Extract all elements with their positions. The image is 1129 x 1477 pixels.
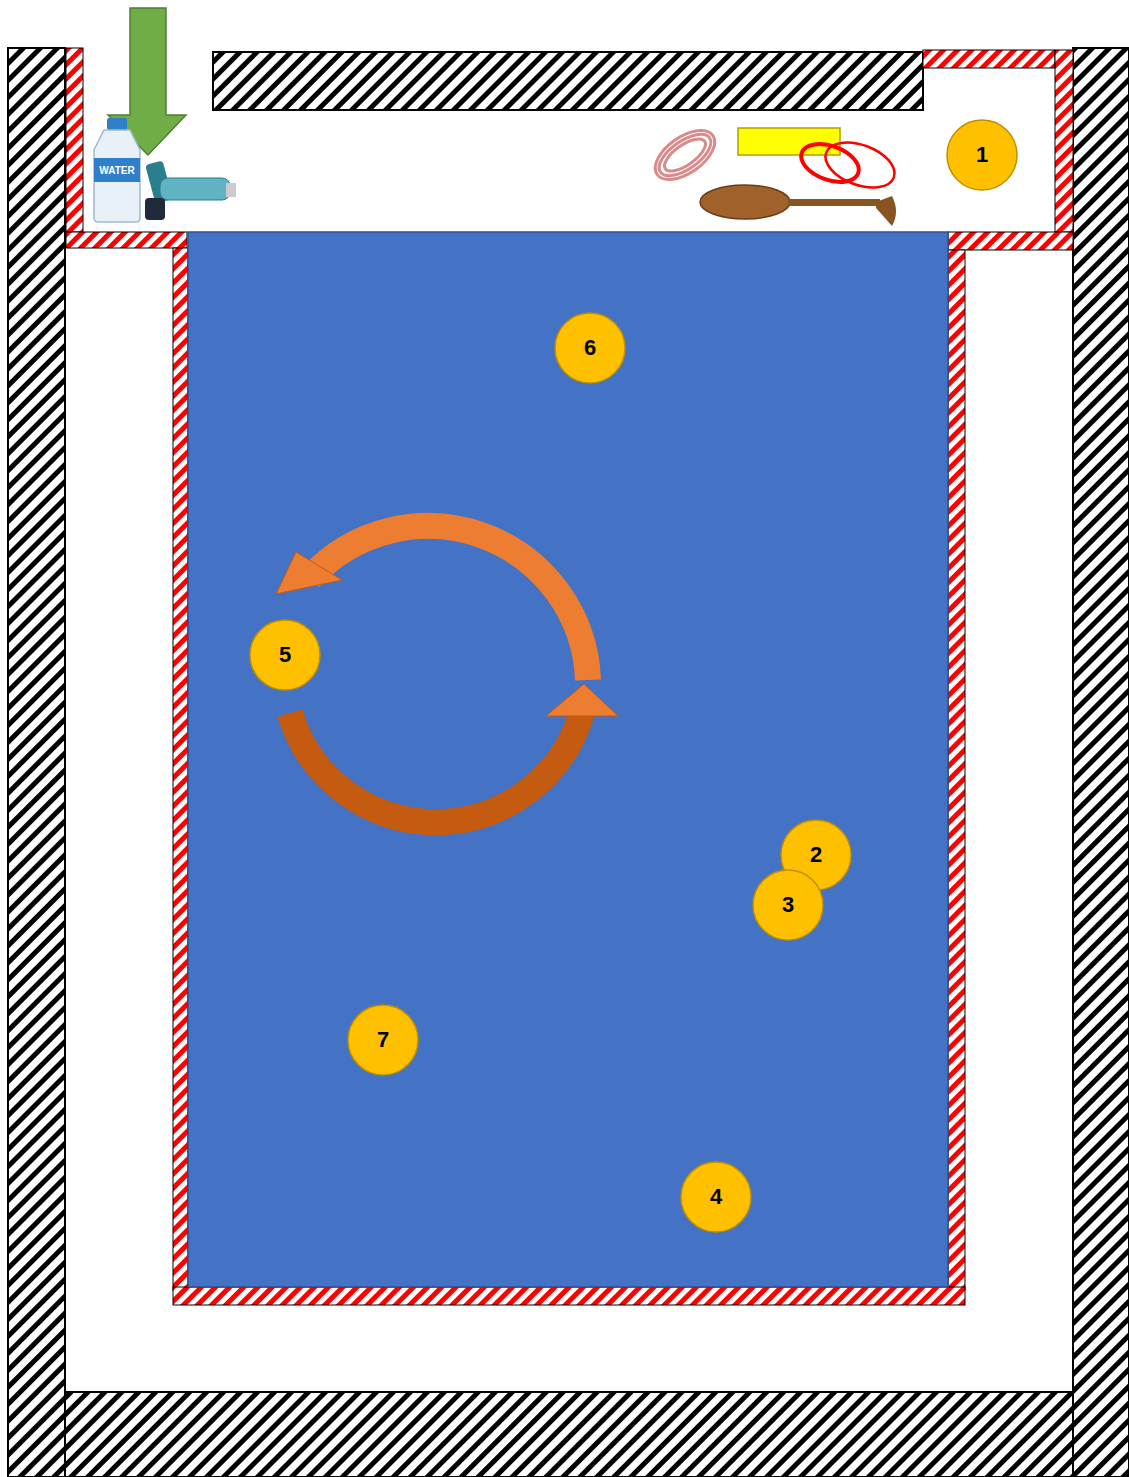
circle-fill <box>348 1005 418 1075</box>
callout-number: 2 <box>810 843 822 867</box>
rope-coil <box>660 133 711 177</box>
circulation-arrow <box>310 526 588 680</box>
callout-circle: 7 <box>347 1004 419 1076</box>
bottle-label <box>94 158 140 182</box>
safety-edge <box>948 250 965 1290</box>
rescue-tube-strap <box>819 134 900 196</box>
callout-circle: 5 <box>249 619 321 691</box>
bottle-body <box>94 130 140 222</box>
callout-number: 5 <box>279 643 291 667</box>
wall <box>1073 48 1129 1477</box>
circle-fill <box>681 1162 751 1232</box>
wall <box>65 1392 1073 1477</box>
rope-coil <box>647 121 723 189</box>
circle-fill <box>250 620 320 690</box>
safety-edge <box>1055 50 1073 232</box>
inhaler-cap <box>145 198 165 220</box>
paddle-grip <box>876 196 896 226</box>
rescue-tube <box>738 128 840 155</box>
callout-number: 6 <box>584 336 596 360</box>
callout-circle: 6 <box>554 312 626 384</box>
bottle-cap <box>107 118 127 130</box>
circulation-arrowhead <box>546 684 618 716</box>
rope <box>647 121 723 189</box>
wall <box>213 52 923 110</box>
wall <box>8 48 65 1477</box>
callout-number: 4 <box>710 1185 722 1209</box>
inhaler-tip <box>226 183 236 197</box>
water-bottle <box>94 118 140 222</box>
safety-edge <box>173 248 188 1290</box>
safety-edge <box>66 48 83 232</box>
callout-circle: 3 <box>752 869 824 941</box>
paddle-blade <box>700 185 790 219</box>
callout-number: 3 <box>782 893 794 917</box>
paddle <box>700 185 896 226</box>
circle-fill <box>555 313 625 383</box>
safety-edge <box>66 232 187 248</box>
callout-number: 7 <box>377 1028 389 1052</box>
bottle-label-text: WATER <box>97 164 136 177</box>
pool-water <box>188 232 948 1287</box>
safety-edge <box>173 1287 965 1305</box>
safety-edge <box>948 232 1073 250</box>
callout-number: 1 <box>976 143 988 167</box>
inhaler <box>145 160 236 220</box>
circulation-arrow <box>290 712 582 822</box>
rescue-tube-strap <box>796 137 864 189</box>
circle-fill <box>753 870 823 940</box>
safety-edge <box>923 50 1055 68</box>
paddle-shaft <box>788 199 880 206</box>
callout-circle: 4 <box>680 1161 752 1233</box>
inhaler-body <box>160 178 230 200</box>
circle-fill <box>947 120 1017 190</box>
circulation-arrowhead <box>276 552 342 594</box>
callout-circle: 1 <box>946 119 1018 191</box>
